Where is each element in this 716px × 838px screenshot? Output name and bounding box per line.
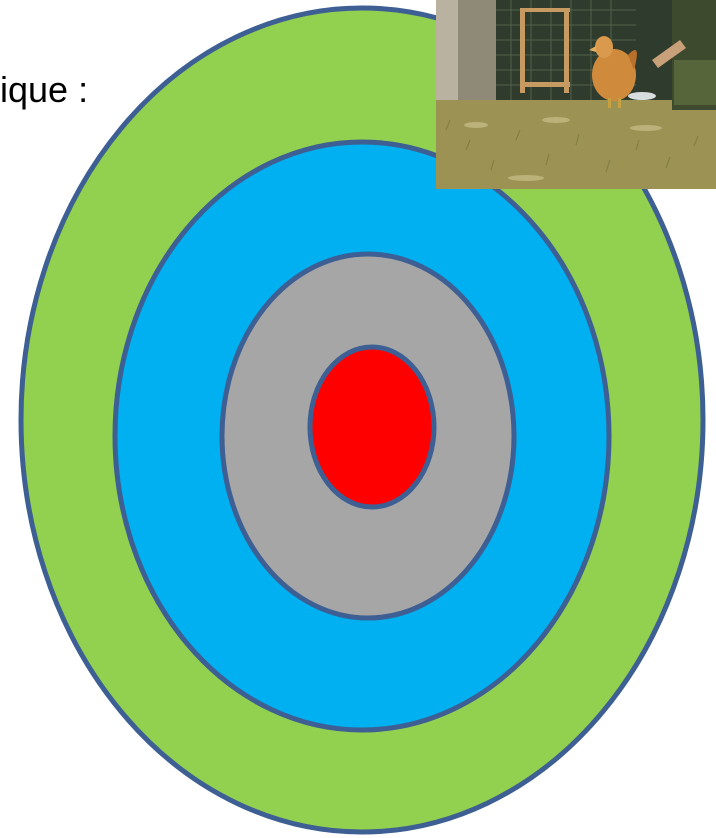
chicken-photo <box>436 0 716 189</box>
slide-heading-fragment: ique : <box>0 64 88 116</box>
ring-center <box>310 347 434 507</box>
